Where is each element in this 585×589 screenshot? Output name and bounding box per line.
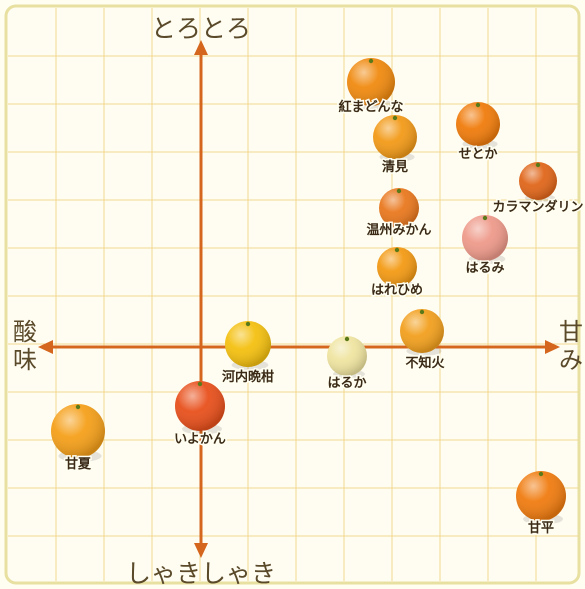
fruit-highlight [400, 309, 444, 353]
fruit-highlight [516, 471, 566, 521]
fruit-label: 河内晩柑 [222, 369, 274, 385]
fruit-highlight [377, 247, 417, 287]
stem-icon [368, 58, 374, 64]
stem-icon [75, 404, 81, 410]
fruit-highlight [225, 321, 271, 367]
fruit-5: はるみ [462, 215, 508, 278]
axis-label-left-1: 酸 [13, 318, 37, 346]
fruit-highlight [519, 162, 557, 200]
fruit-label: 甘平 [528, 520, 554, 536]
fruit-label: はるみ [465, 261, 504, 276]
fruit-label: 甘夏 [65, 456, 92, 472]
fruit-label: 紅まどんな [338, 99, 403, 115]
fruit-label: はるか [327, 376, 366, 391]
axis-label-right-1: 甘 [559, 318, 583, 346]
fruit-label: はれひめ [371, 283, 423, 298]
fruit-highlight [327, 336, 367, 376]
fruit-highlight [456, 102, 500, 146]
stem-icon [482, 215, 488, 221]
fruit-10: いよかん [173, 381, 227, 449]
arrow-left-icon [38, 340, 53, 354]
axis-label-right-2: み [559, 346, 583, 374]
stem-icon [535, 162, 541, 168]
stem-icon [197, 381, 203, 387]
fruit-highlight [373, 115, 417, 159]
stem-icon [396, 188, 402, 194]
fruit-highlight [347, 58, 395, 106]
stem-icon [344, 336, 350, 342]
fruit-label: 不知火 [405, 355, 445, 371]
fruit-6: はれひめ [369, 247, 425, 300]
fruit-4: 温州みかん [365, 188, 433, 240]
stem-icon [419, 309, 425, 315]
arrow-up-icon [194, 40, 208, 55]
fruit-7: 不知火 [400, 309, 447, 373]
fruit-8: はるか [326, 336, 368, 393]
fruit-1: 清見 [373, 115, 417, 177]
stem-icon [392, 115, 398, 121]
fruit-label: カラマンダリン [492, 199, 583, 215]
fruit-highlight [462, 215, 508, 261]
fruit-label: 清見 [382, 159, 408, 175]
axis-label-left-2: 味 [13, 346, 37, 374]
axis-label-top: とろとろ [151, 14, 251, 43]
arrow-down-icon [194, 543, 208, 558]
arrow-right-icon [545, 340, 560, 354]
fruit-3: カラマンダリン [491, 162, 585, 217]
fruit-highlight [379, 188, 419, 228]
fruit-label: 温州みかん [366, 223, 431, 238]
stem-icon [538, 471, 544, 477]
fruit-11: 甘夏 [51, 404, 105, 474]
stem-icon [394, 247, 400, 253]
chart-frame [4, 4, 581, 585]
stem-icon [245, 321, 251, 327]
stem-icon [475, 102, 481, 108]
axis-label-bottom: しゃきしゃき [126, 559, 276, 588]
fruit-2: せとか [456, 102, 500, 164]
fruit-label: いよかん [174, 432, 226, 447]
fruit-label: せとか [458, 147, 497, 162]
fruit-highlight [175, 381, 225, 431]
fruit-9: 河内晩柑 [220, 321, 276, 387]
fruit-12: 甘平 [516, 471, 566, 538]
fruit-highlight [51, 404, 105, 458]
fruit-0: 紅まどんな [337, 58, 405, 117]
